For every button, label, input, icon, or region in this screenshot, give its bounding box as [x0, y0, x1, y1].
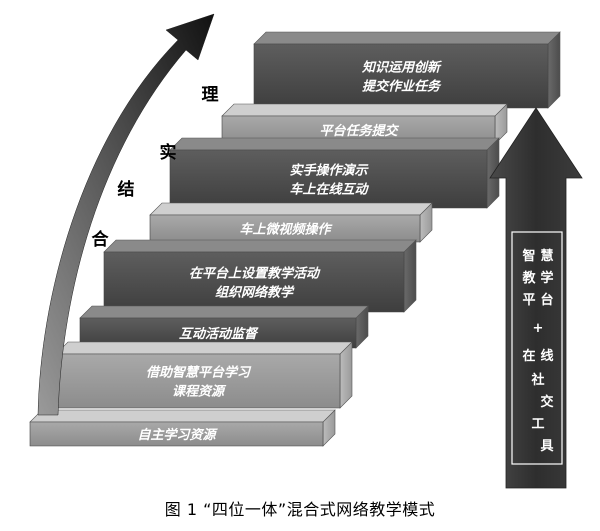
step-s3: 互动活动监督: [79, 305, 369, 349]
step-label-s6-0: 实手操作演示: [289, 163, 369, 179]
up-arrow-icon: [489, 107, 583, 489]
arrow-box-char-0: 智: [522, 248, 535, 264]
arrow-box-char-4: 平: [522, 293, 535, 308]
arrow-box-char-8: 线: [540, 348, 553, 364]
step-label-s3-0: 互动活动监督: [179, 326, 259, 342]
arrow-box-char-2: 教: [521, 270, 536, 286]
step-label-s4-1: 组织网络教学: [215, 285, 295, 301]
arrow-box-char-11: 工: [531, 417, 544, 432]
arrow-box-char-1: 慧: [540, 248, 553, 264]
arrow-box-char-10: 交: [540, 394, 553, 410]
arrow-box-char-9: 社: [530, 372, 544, 388]
step-label-s7-0: 平台任务提交: [319, 123, 399, 139]
arrow-box-char-3: 学: [540, 270, 553, 286]
arrow-box-char-12: 具: [540, 439, 553, 454]
curved-arrow-icon: [37, 13, 215, 416]
arrow-box-char-6: +: [533, 321, 544, 336]
arrow-box-text: 智慧教学平台 + 在线社交工具: [521, 248, 553, 454]
step-s5: 车上微视频操作: [149, 202, 433, 243]
staircase: 知识运用创新提交作业任务平台任务提交实手操作演示车上在线互动车上微视频操作在平台…: [29, 31, 561, 447]
side-label: 理 实 结 合: [92, 85, 219, 250]
side-char-3: 结: [118, 179, 135, 200]
arrow-box-char-5: 台: [540, 292, 553, 308]
step-label-s6-1: 车上在线互动: [289, 182, 369, 198]
arrow-box-char-7: 在: [522, 348, 535, 364]
step-s7: 平台任务提交: [221, 103, 508, 145]
step-s1: 自主学习资源: [29, 409, 336, 447]
step-label-s1-0: 自主学习资源: [137, 427, 218, 443]
step-label-s2-1: 课程资源: [172, 384, 227, 400]
step-label-s8-1: 提交作业任务: [362, 79, 442, 95]
side-char-4: 合: [92, 229, 110, 250]
figure-caption: 图 1 “四位一体”混合式网络教学模式: [164, 500, 436, 519]
side-char-1: 理: [202, 85, 219, 105]
arrow-box: [511, 231, 563, 465]
step-label-s8-0: 知识运用创新: [361, 60, 442, 76]
step-label-s5-0: 车上微视频操作: [239, 222, 333, 238]
side-char-2: 实: [160, 142, 177, 163]
step-label-s2-0: 借助智慧平台学习: [146, 365, 252, 381]
step-label-s4-0: 在平台上设置教学活动: [189, 266, 321, 282]
